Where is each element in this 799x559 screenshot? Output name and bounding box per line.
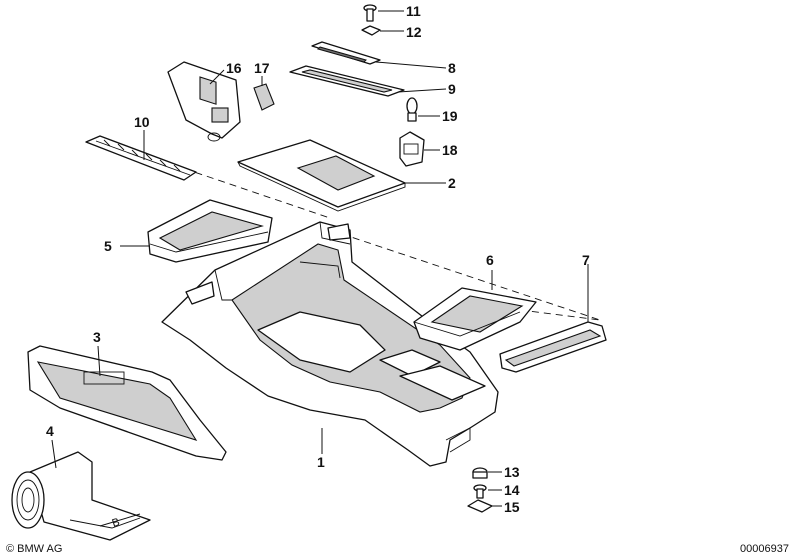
part-13-cap[interactable]	[472, 467, 488, 479]
part-12-clip-nut[interactable]	[361, 25, 381, 36]
callout-13: 13	[504, 464, 520, 480]
callout-15: 15	[504, 499, 520, 515]
callout-8: 8	[448, 60, 456, 76]
part-10-ribbed-strip[interactable]	[85, 135, 197, 181]
part-4-roll[interactable]	[11, 451, 151, 541]
callout-17: 17	[254, 60, 270, 76]
part-5-storage-tray[interactable]	[147, 199, 273, 263]
callout-3: 3	[93, 329, 101, 345]
part-9-gate-frame[interactable]	[289, 65, 405, 97]
callout-19: 19	[442, 108, 458, 124]
part-6-ashtray-insert[interactable]	[413, 287, 537, 351]
callout-1: 1	[317, 454, 325, 470]
part-17-cap[interactable]	[253, 83, 275, 111]
part-19-bulb[interactable]	[406, 97, 418, 122]
callout-16: 16	[226, 60, 242, 76]
dimension-label: B	[111, 516, 122, 530]
part-18-bulb-socket[interactable]	[399, 131, 425, 167]
callout-14: 14	[504, 482, 520, 498]
leader-lines	[51, 10, 589, 507]
part-14-screw[interactable]	[473, 484, 487, 499]
callout-4: 4	[46, 423, 54, 439]
callout-2: 2	[448, 175, 456, 191]
callout-10: 10	[134, 114, 150, 130]
part-16-bracket[interactable]	[167, 61, 241, 142]
drawing-number: 00006937	[740, 543, 789, 555]
callout-11: 11	[406, 3, 421, 19]
callout-6: 6	[486, 252, 494, 268]
copyright-text: © BMW AG	[6, 543, 62, 555]
part-3-side-trim[interactable]	[27, 345, 227, 461]
callout-7: 7	[582, 252, 590, 268]
part-7-trim-strip[interactable]	[499, 321, 607, 373]
callout-5: 5	[104, 238, 112, 254]
callout-18: 18	[442, 142, 458, 158]
alignment-lines	[149, 156, 601, 321]
part-2-cover-plate[interactable]	[237, 139, 406, 212]
callout-9: 9	[448, 81, 456, 97]
part-8-gate-cover[interactable]	[311, 41, 381, 65]
part-15-clip-nut[interactable]	[467, 499, 493, 513]
part-11-screw[interactable]	[363, 4, 377, 22]
part-1-center-console[interactable]	[161, 221, 499, 467]
callout-12: 12	[406, 24, 422, 40]
